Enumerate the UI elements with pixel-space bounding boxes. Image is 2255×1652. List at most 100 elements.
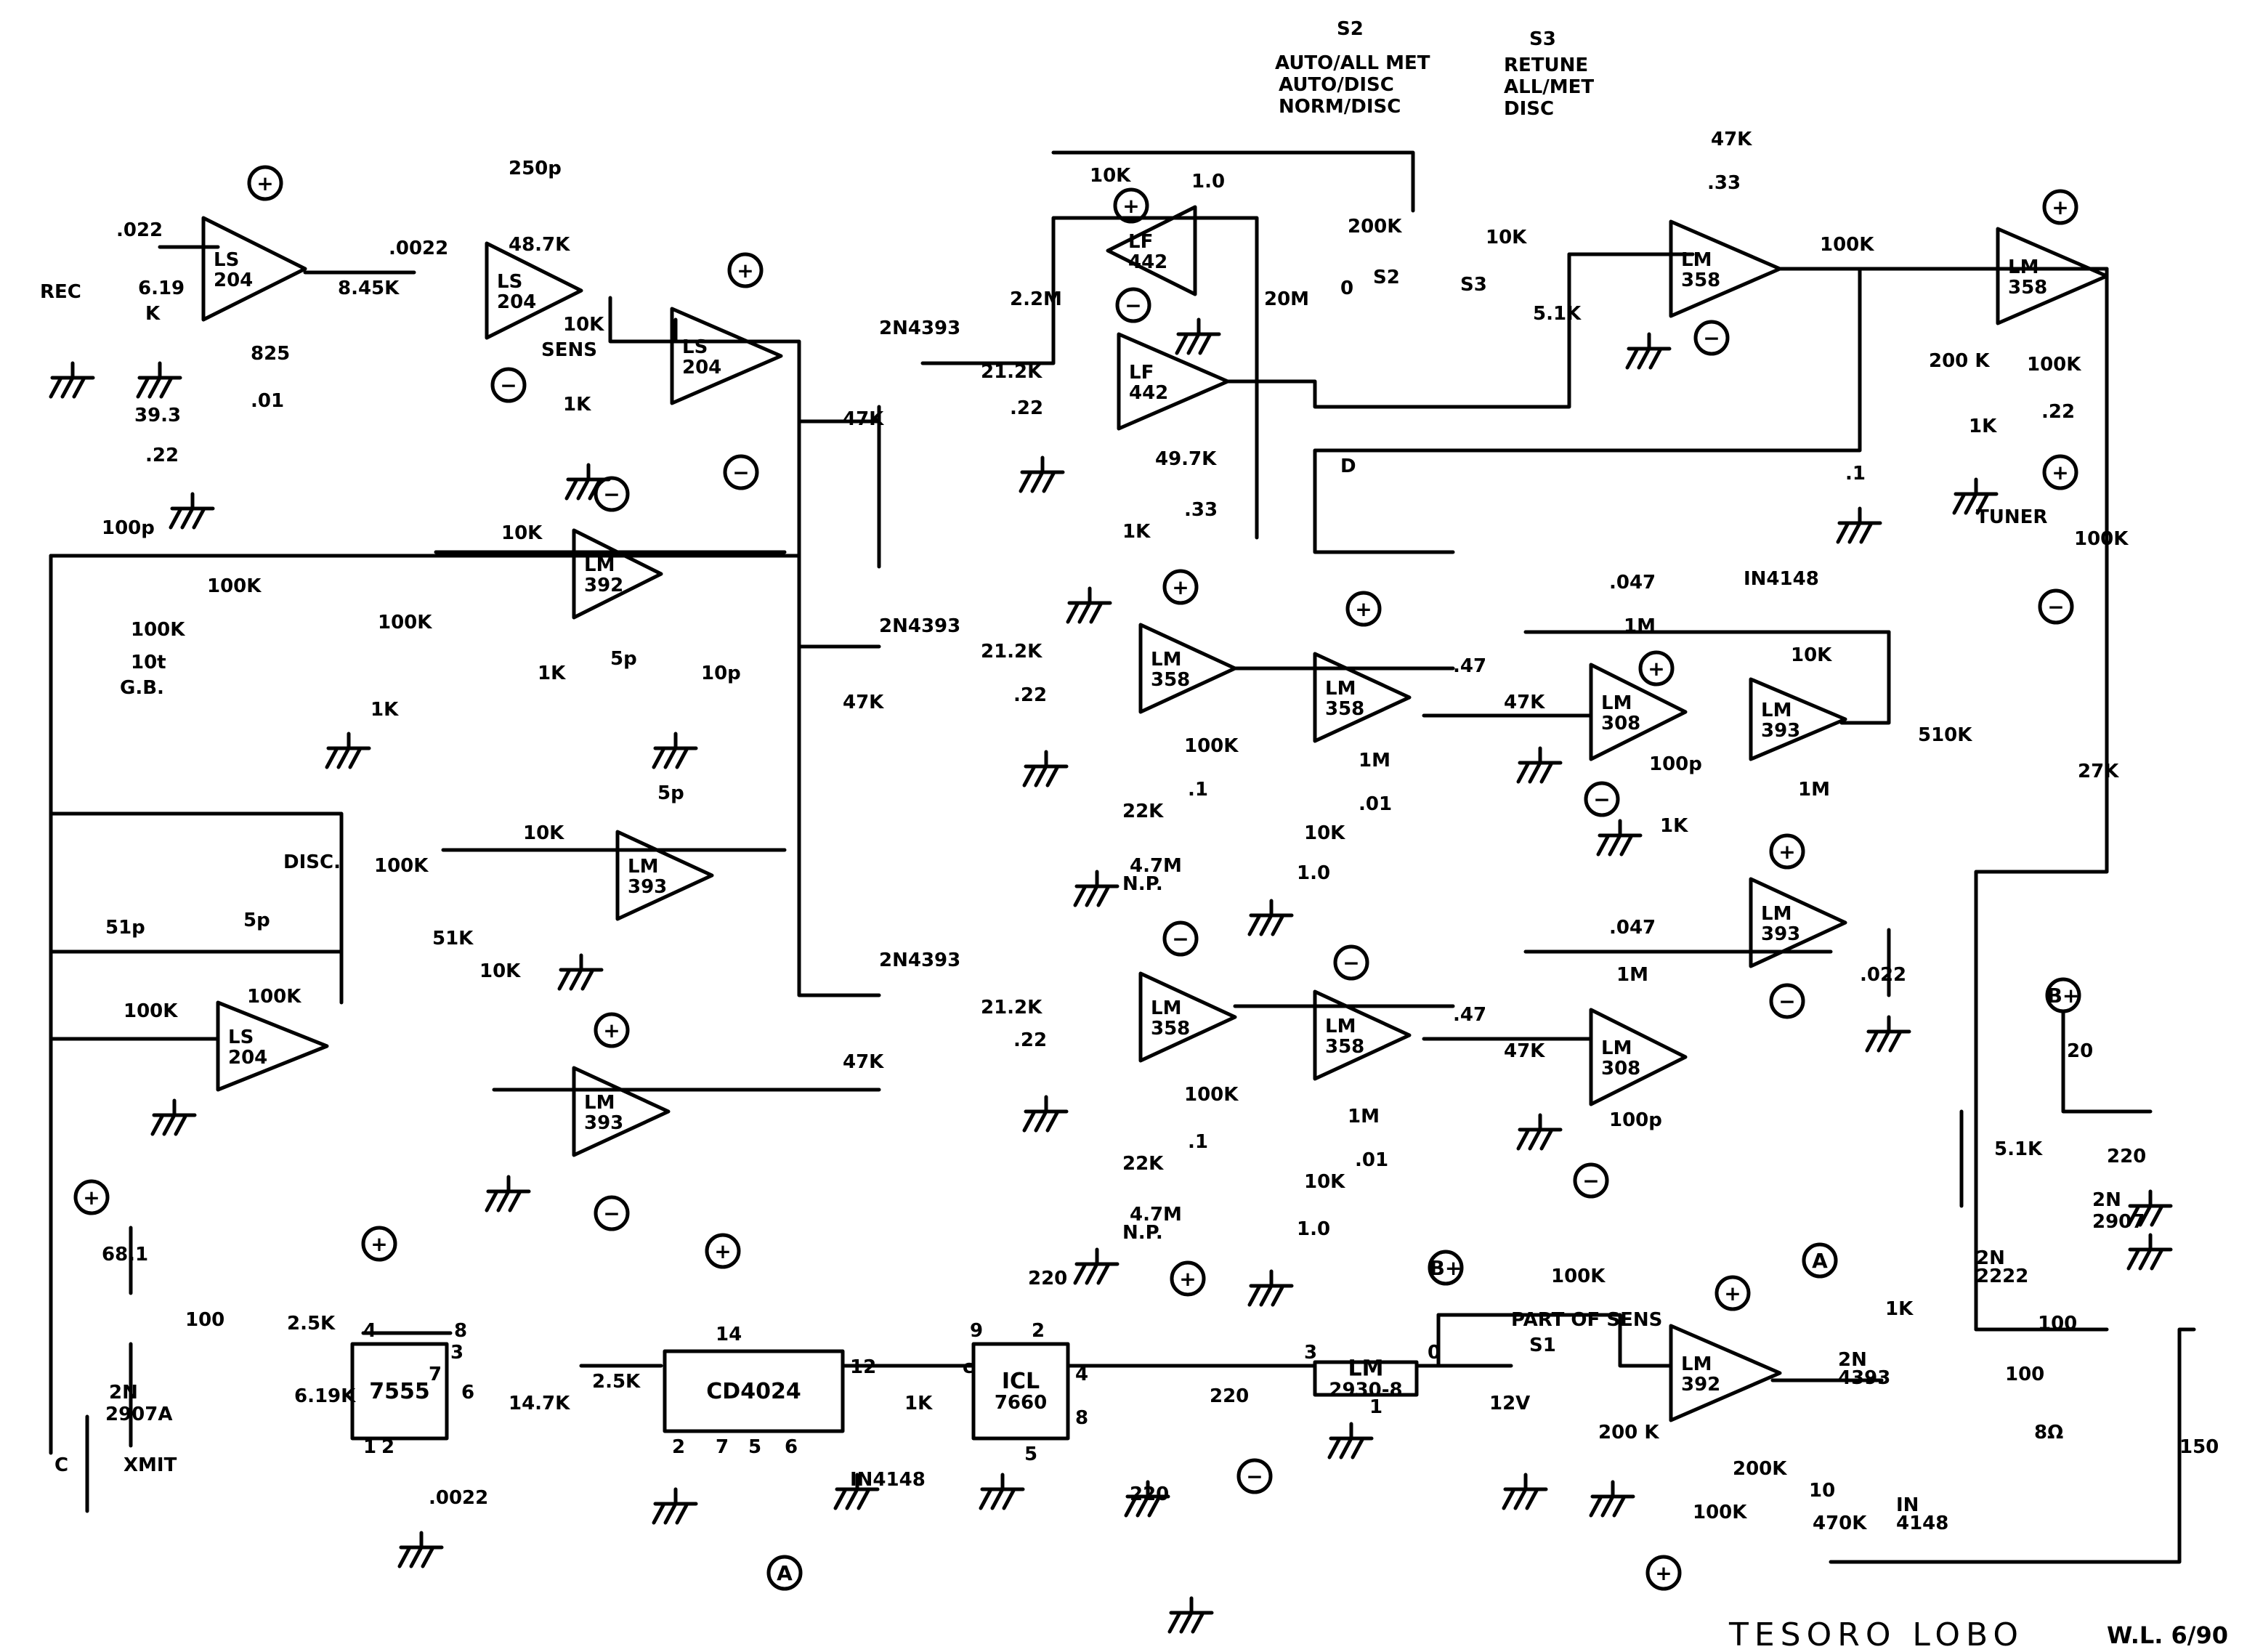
ground-icon: [1247, 899, 1294, 936]
op-amp-part-number: 204: [682, 357, 721, 378]
symbol-text: −: [1125, 293, 1141, 317]
component-label: 1K: [904, 1393, 933, 1414]
ground-icon: [652, 1487, 698, 1525]
plus-supply-symbol: +: [247, 165, 283, 201]
op-amp-part-name: LM: [584, 1092, 615, 1114]
ic-body: [971, 1342, 1070, 1441]
symbol-text: −: [500, 373, 517, 397]
symbol-text: A: [1812, 1249, 1828, 1273]
ground-icon: [1175, 317, 1221, 355]
component-label: 100K: [2027, 354, 2081, 376]
component-label: 100K: [247, 986, 301, 1008]
plus-supply-symbol: +: [2042, 454, 2078, 490]
component-label: 10K: [479, 960, 521, 982]
component-label: 47K: [1504, 692, 1545, 713]
component-label: 8.45K: [338, 278, 400, 299]
component-label: 825: [251, 343, 290, 365]
op-amp-triangle: [1749, 877, 1847, 968]
component-label: 200 K: [1929, 350, 1990, 372]
ic-body: [1313, 1360, 1419, 1397]
component-label: 0: [1340, 278, 1353, 299]
op-amp-triangle: [1749, 677, 1847, 761]
op-amp-part-number: 442: [1128, 251, 1167, 273]
symbol-text: −: [1593, 787, 1610, 811]
bplus-supply-symbol: B+: [1428, 1250, 1464, 1286]
plus-supply-symbol: +: [1769, 833, 1805, 870]
component-label: .022: [1860, 964, 1906, 986]
component-label: 1K: [563, 394, 591, 416]
component-label: 4: [1075, 1364, 1088, 1385]
minus-supply-symbol: −: [1769, 983, 1805, 1019]
op-amp-part-name: LM: [1681, 249, 1712, 271]
op-amp-part-number: 358: [2008, 277, 2047, 299]
switch-legend-s3: S3 RETUNE ALL/MET DISC: [1504, 28, 1594, 120]
symbol-text: +: [256, 171, 273, 195]
symbol-text: −: [603, 1202, 620, 1226]
component-label: 100p: [1649, 753, 1702, 775]
ground-icon: [1516, 1113, 1563, 1151]
component-label: 10p: [701, 663, 741, 684]
op-amp-part-number: 204: [497, 291, 536, 313]
component-label: 9: [970, 1320, 983, 1342]
component-label: 5: [748, 1436, 761, 1458]
ground-icon: [564, 463, 611, 501]
component-label: 100K: [374, 855, 429, 877]
component-label: 6: [461, 1382, 474, 1404]
component-label: 10K: [1304, 1171, 1345, 1193]
op-amp-part-name: LM: [2008, 256, 2039, 278]
ic-part-number: 7660: [995, 1392, 1047, 1414]
component-label: 14: [716, 1324, 742, 1345]
symbol-circle: [594, 1012, 630, 1048]
symbol-circle: [1714, 1275, 1751, 1311]
op-amp-triangle: [1589, 1008, 1688, 1106]
component-label: 2907: [2092, 1211, 2145, 1233]
component-label: 3: [1304, 1342, 1317, 1364]
component-label: 2N: [2092, 1189, 2121, 1211]
symbol-circle: [723, 454, 759, 490]
component-label: 48.7K: [509, 234, 570, 256]
component-label: .1: [1188, 1131, 1208, 1153]
component-label: 100K: [1184, 1084, 1239, 1106]
op-amp-part-number: 358: [1151, 1018, 1190, 1040]
symbol-text: −: [732, 461, 749, 485]
component-label: 27K: [2078, 761, 2119, 782]
component-label: 2N: [1838, 1349, 1867, 1371]
component-label: C: [54, 1454, 68, 1476]
symbol-text: +: [2052, 461, 2068, 485]
s3-legend-line: DISC: [1504, 98, 1554, 120]
ground-icon: [1625, 332, 1672, 370]
s3-legend-title: S3: [1529, 28, 1556, 50]
component-label: 5.1K: [1994, 1138, 2043, 1160]
bplus-supply-symbol: B+: [2045, 977, 2081, 1013]
symbol-circle: [73, 1179, 110, 1215]
component-label: 68.1: [102, 1244, 148, 1266]
op-amp-part-name: LM: [1761, 903, 1792, 925]
component-label: 1.0: [1297, 1218, 1330, 1240]
ic-chip: 7555: [350, 1342, 449, 1441]
component-label: .01: [1355, 1149, 1388, 1171]
symbol-circle: [2042, 454, 2078, 490]
component-label: 47K: [1504, 1040, 1545, 1062]
component-label: .047: [1609, 572, 1656, 594]
symbol-text: −: [603, 482, 620, 506]
component-label: 100K: [2074, 528, 2129, 550]
symbol-text: B+: [1430, 1256, 1462, 1280]
component-label: 4393: [1838, 1367, 1890, 1389]
component-label: 10K: [1791, 644, 1832, 666]
op-amp-part-name: LM: [1601, 692, 1632, 714]
op-amp-part-name: LS: [214, 249, 239, 271]
component-label: 4.7M: [1130, 855, 1182, 877]
component-label: DISC.: [283, 851, 341, 873]
op-amp-triangle: [1669, 219, 1782, 318]
plus-supply-symbol: +: [361, 1226, 397, 1262]
component-label: 2N4393: [879, 615, 960, 637]
wire: [608, 296, 678, 344]
component-label: 47K: [1711, 129, 1752, 150]
component-label: .047: [1609, 917, 1656, 939]
symbol-text: +: [737, 259, 753, 283]
symbol-text: +: [603, 1019, 620, 1042]
ground-icon: [1073, 1247, 1120, 1285]
component-label: 22K: [1122, 1153, 1164, 1175]
